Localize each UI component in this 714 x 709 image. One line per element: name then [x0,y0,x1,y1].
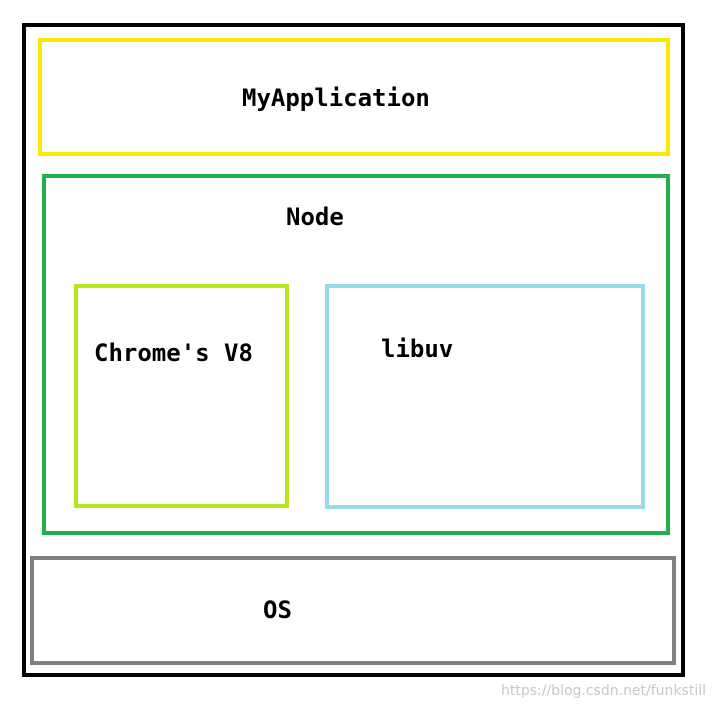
libuv-box [325,284,645,509]
libuv-label: libuv [381,335,454,363]
application-layer-label: MyApplication [242,84,430,112]
watermark-text: https://blog.csdn.net/funkstill [501,683,706,699]
v8-engine-box [74,284,289,508]
os-layer-label: OS [263,596,292,624]
node-layer-box [42,174,670,535]
application-layer-box [38,38,670,156]
outer-frame [22,23,685,677]
node-layer-label: Node [286,203,344,231]
os-layer-box [30,556,676,665]
v8-engine-label: Chrome's V8 [94,339,253,367]
